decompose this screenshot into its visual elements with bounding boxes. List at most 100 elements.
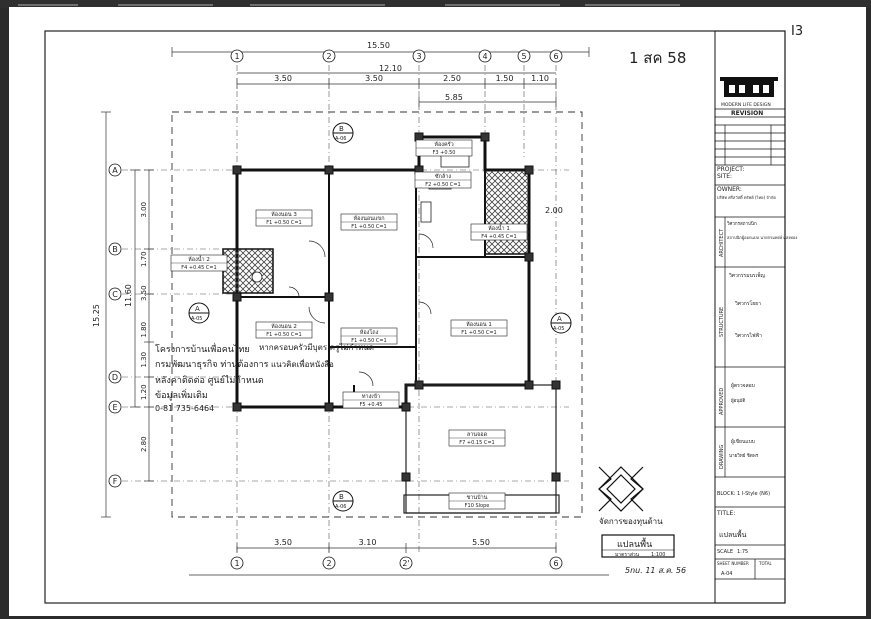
grid-column-bubble: 6	[549, 49, 563, 63]
bathroom-2-tile	[222, 248, 274, 294]
grid-lines-vertical	[236, 65, 557, 552]
dim-top-value: 3.50	[274, 74, 292, 83]
grid-row-bubble-label: B	[112, 245, 118, 254]
section-b-top-letter: B	[339, 125, 344, 133]
grid-column-markers-bottom: 1 2 2' 6	[230, 556, 563, 570]
handwritten-date: 1 สค 58	[629, 49, 686, 67]
grid-column-bubble-label: 2	[326, 559, 331, 568]
room-finish-tag: F1 +0.50 C=1	[461, 330, 496, 336]
dim-top-value: 2.50	[443, 74, 461, 83]
bottom-dimension-lines	[189, 543, 609, 576]
section-a-right-letter: A	[557, 315, 562, 323]
room-name: ห้องโถง	[360, 328, 379, 336]
room-label: ห้องน้ำ 1F4 +0.45 C=1	[470, 223, 528, 241]
toolbar-item-fragment[interactable]	[445, 0, 560, 6]
company-logo	[598, 466, 644, 512]
dim-top-value: 3.50	[365, 74, 383, 83]
grid-column-bubble: 1	[230, 49, 244, 63]
grid-row-bubble-label: E	[112, 403, 117, 412]
grid-row-bubble: D	[108, 370, 122, 384]
column-marker	[551, 380, 561, 390]
grid-column-bubble: 1	[230, 556, 244, 570]
column-marker	[524, 165, 534, 175]
overprint-phone: 0-81 735-6464	[155, 404, 214, 413]
structure-name: วิศวกรโยธา	[735, 300, 761, 307]
dim-left-value: 2.80	[140, 436, 148, 452]
column-marker	[551, 472, 561, 482]
dim-sub-span: 5.85	[445, 93, 463, 102]
plan-title-scale: 1:100	[651, 552, 665, 558]
title-label: TITLE:	[716, 510, 735, 517]
corner-mark: I3	[791, 24, 803, 39]
signature-note: 5nu. 11 ส.ค. 56	[625, 566, 686, 575]
title-block	[714, 30, 786, 604]
section-marker-a-left	[188, 302, 210, 324]
dim-depth: 15.25	[92, 304, 101, 327]
grid-column-bubble: 6	[549, 556, 563, 570]
column-marker	[401, 402, 411, 412]
site-label: SITE:	[717, 173, 732, 180]
grid-row-bubble-label: D	[112, 373, 118, 382]
column-marker	[480, 132, 490, 142]
section-b-bottom-sheet: A-06	[335, 504, 346, 510]
grid-row-markers: A B C D E F	[108, 163, 122, 488]
toolbar-item-fragment[interactable]	[18, 0, 78, 6]
grid-column-bubble: 2'	[399, 556, 413, 570]
room-label: ห้องนอน 3F1 +0.50 C=1	[255, 209, 313, 227]
toolbar-item-fragment[interactable]	[585, 0, 680, 6]
overprint-line: กรมพัฒนาธุรกิจ ท่านต้องการ	[155, 359, 269, 370]
room-label: ห้องนอน 2F1 +0.50 C=1	[255, 321, 313, 339]
room-name: ห้องน้ำ 1	[488, 224, 510, 232]
drawing-name: นายวิทย์ ชิตพร	[729, 452, 759, 459]
structural-columns	[232, 132, 561, 482]
room-finish-tag: F1 +0.50 C=1	[351, 338, 386, 344]
overprint-line: ข้อมูลเพิ่มเติม	[155, 388, 208, 401]
room-name: ลานจอด	[467, 432, 488, 438]
dim-left-value: 3.00	[140, 202, 148, 218]
room-name: ห้องนอนแขก	[353, 215, 384, 222]
grid-row-bubble: A	[108, 163, 122, 177]
grid-row-bubble: F	[108, 474, 122, 488]
roof-eave-outline	[171, 111, 583, 518]
section-b-top-sheet: A-06	[335, 136, 346, 142]
toolbar-item-fragment[interactable]	[118, 0, 213, 6]
room-name: ซักล้าง	[435, 173, 452, 180]
grid-column-bubble-label: 1	[234, 559, 239, 568]
grid-column-bubble-label: 3	[416, 52, 421, 61]
grid-column-bubble-label: 6	[553, 559, 558, 568]
room-name: ชานบ้าน	[467, 494, 488, 501]
drawing-label: DRAWING	[719, 445, 725, 469]
column-marker	[324, 292, 334, 302]
column-marker	[524, 252, 534, 262]
column-marker	[524, 380, 534, 390]
column-marker	[232, 292, 242, 302]
structure-name: วิศวกรรมนรเพ็ญ	[729, 271, 765, 279]
column-marker	[324, 165, 334, 175]
room-finish-tag: F1 +0.50 C=1	[351, 224, 386, 230]
dim-top-value: 1.10	[531, 74, 549, 83]
column-marker	[414, 380, 424, 390]
project-label: PROJECT:	[717, 166, 744, 173]
column-marker	[401, 472, 411, 482]
dim-bottom-value: 5.50	[472, 538, 490, 547]
grid-row-bubble: C	[108, 287, 122, 301]
architect-name: สถาปนิกผู้ออกแบบ นายกรมพงษ์ แสงทอง	[727, 235, 797, 241]
overprint-line: หลังคาติดต่อ ศูนย์ไม่กำหนด	[155, 374, 264, 386]
structure-name: วิศวกรไฟฟ้า	[735, 332, 762, 339]
grid-row-bubble: E	[108, 400, 122, 414]
toolbar-item-fragment[interactable]	[250, 0, 385, 6]
overprint-mid-line: แนวคิดเพื่อหนังสือ	[271, 358, 334, 369]
dim-left-value: 1.70	[140, 251, 148, 267]
revision-header: REVISION	[731, 110, 763, 117]
room-labels: ห้องนอน 3F1 +0.50 C=1 ห้องนอนแขก F1 +0.50 …	[170, 139, 528, 510]
structure-label: STRUCTURE	[719, 307, 725, 337]
grid-column-bubble: 2	[322, 556, 336, 570]
total-label: TOTAL	[758, 561, 772, 566]
dim-left-value: 1.80	[140, 322, 148, 338]
dim-bottom-value: 3.10	[359, 538, 377, 547]
architect-name: วิศวกรสถาปนิก	[727, 221, 757, 227]
